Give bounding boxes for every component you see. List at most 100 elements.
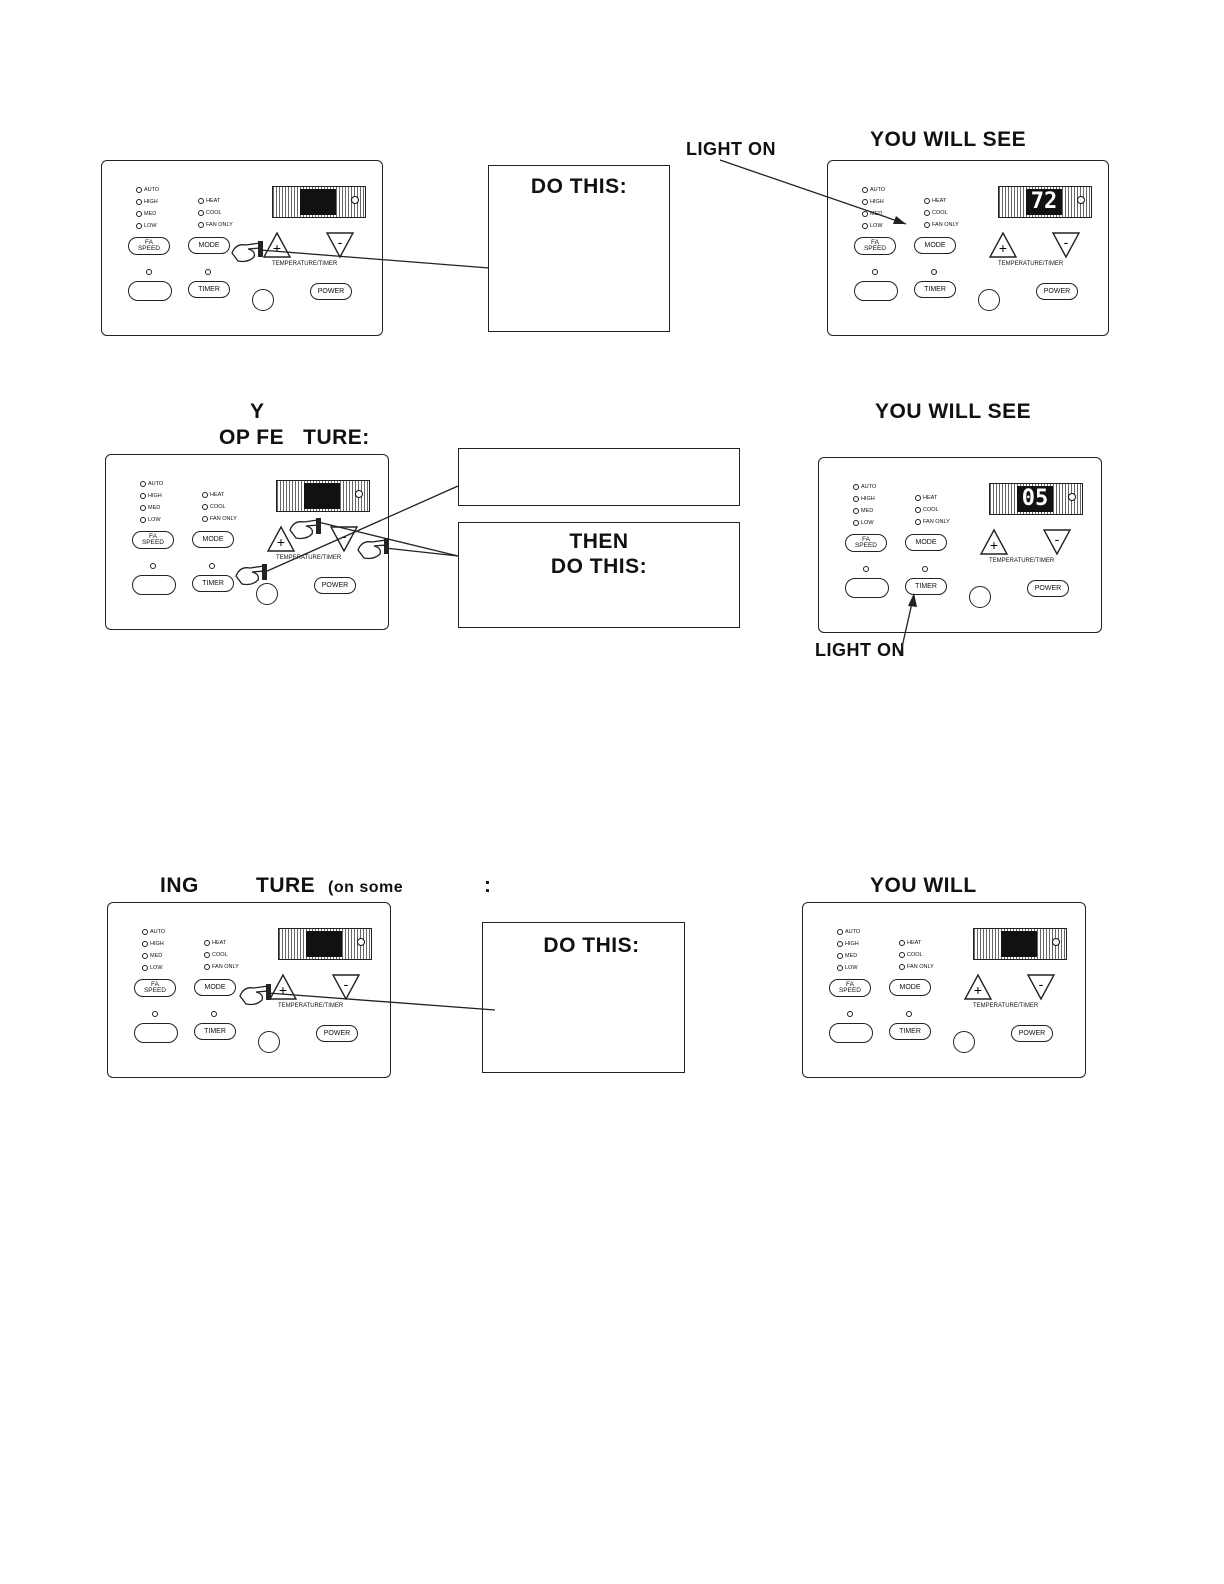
fan-speed-button[interactable]: FA SPEED xyxy=(845,534,887,552)
led-timer xyxy=(205,269,211,275)
temp-up-button[interactable]: + xyxy=(988,231,1018,259)
timer-button[interactable]: TIMER xyxy=(192,575,234,592)
temp-down-button[interactable]: - xyxy=(1026,973,1056,1001)
label-high: HIGH xyxy=(144,199,158,205)
led-heat xyxy=(202,492,208,498)
label-auto: AUTO xyxy=(845,929,861,935)
led-auto xyxy=(862,187,868,193)
power-button[interactable]: POWER xyxy=(314,577,356,594)
led-display xyxy=(278,928,372,960)
power-button[interactable]: POWER xyxy=(1036,283,1078,300)
control-panel-before: AUTO HIGH MED LOW HEAT COOL FAN ONLY FA … xyxy=(101,160,383,336)
fan-speed-label-1: FA xyxy=(145,238,153,246)
label-heat: HEAT xyxy=(206,198,221,204)
led-low xyxy=(837,965,843,971)
round-button[interactable] xyxy=(258,1031,280,1053)
power-button[interactable]: POWER xyxy=(316,1025,358,1042)
then-label: THEN xyxy=(569,530,629,553)
round-button[interactable] xyxy=(252,289,274,311)
round-button[interactable] xyxy=(256,583,278,605)
led-auto xyxy=(142,929,148,935)
round-button[interactable] xyxy=(969,586,991,608)
mode-button[interactable]: MODE xyxy=(188,237,230,254)
label-auto: AUTO xyxy=(148,481,164,487)
mode-button[interactable]: MODE xyxy=(914,237,956,254)
led-med xyxy=(136,211,142,217)
label-high: HIGH xyxy=(845,941,859,947)
blank-button[interactable] xyxy=(854,281,898,301)
led-indicator xyxy=(847,1011,853,1017)
blank-button[interactable] xyxy=(829,1023,873,1043)
fan-speed-button[interactable]: FA SPEED xyxy=(128,237,170,255)
label-fan-only: FAN ONLY xyxy=(932,222,959,228)
fan-speed-label-2: SPEED xyxy=(143,987,167,994)
mode-label: MODE xyxy=(899,984,921,991)
section-heading-part1: ING xyxy=(160,874,199,897)
timer-button[interactable]: TIMER xyxy=(188,281,230,298)
section-heading-line1: Y xyxy=(250,400,265,423)
timer-button[interactable]: TIMER xyxy=(889,1023,931,1040)
temp-down-button[interactable]: - xyxy=(331,973,361,1001)
fan-speed-button[interactable]: FA SPEED xyxy=(134,979,176,997)
blank-button[interactable] xyxy=(134,1023,178,1043)
power-label: POWER xyxy=(1043,288,1071,295)
led-indicator xyxy=(872,269,878,275)
temp-up-button[interactable]: + xyxy=(963,973,993,1001)
mode-button[interactable]: MODE xyxy=(194,979,236,996)
temperature-timer-caption: TEMPERATURE/TIMER xyxy=(278,1003,344,1009)
timer-button[interactable]: TIMER xyxy=(905,578,947,595)
mode-label: MODE xyxy=(204,984,226,991)
fan-speed-button[interactable]: FA SPEED xyxy=(829,979,871,997)
label-fan-only: FAN ONLY xyxy=(212,964,239,970)
led-fan-only xyxy=(924,222,930,228)
round-button[interactable] xyxy=(978,289,1000,311)
led-high xyxy=(853,496,859,502)
mode-button[interactable]: MODE xyxy=(905,534,947,551)
label-fan-only: FAN ONLY xyxy=(206,222,233,228)
label-fan-only: FAN ONLY xyxy=(210,516,237,522)
temp-up-button[interactable]: + xyxy=(262,231,292,259)
temp-down-button[interactable]: - xyxy=(325,231,355,259)
led-timer xyxy=(906,1011,912,1017)
led-fan-only xyxy=(198,222,204,228)
temp-up-button[interactable]: + xyxy=(266,525,296,553)
label-auto: AUTO xyxy=(150,929,166,935)
led-timer xyxy=(211,1011,217,1017)
blank-button[interactable] xyxy=(845,578,889,598)
mode-button[interactable]: MODE xyxy=(192,531,234,548)
round-button[interactable] xyxy=(953,1031,975,1053)
display-readout xyxy=(300,189,336,215)
blank-button[interactable] xyxy=(132,575,176,595)
led-heat xyxy=(198,198,204,204)
temp-up-button[interactable]: + xyxy=(979,528,1009,556)
fan-speed-button[interactable]: FA SPEED xyxy=(854,237,896,255)
fan-speed-label-2: SPEED xyxy=(141,539,165,546)
label-heat: HEAT xyxy=(907,940,922,946)
led-auto xyxy=(853,484,859,490)
do-this-label: DO THIS: xyxy=(543,934,640,957)
timer-button[interactable]: TIMER xyxy=(914,281,956,298)
led-high xyxy=(140,493,146,499)
control-panel-before: AUTO HIGH MED LOW HEAT COOL FAN ONLY FA … xyxy=(105,454,389,630)
temperature-timer-caption: TEMPERATURE/TIMER xyxy=(973,1003,1039,1009)
power-button[interactable]: POWER xyxy=(1011,1025,1053,1042)
temp-up-button[interactable]: + xyxy=(268,973,298,1001)
led-auto xyxy=(837,929,843,935)
timer-button[interactable]: TIMER xyxy=(194,1023,236,1040)
fan-speed-button[interactable]: FA SPEED xyxy=(132,531,174,549)
label-low: LOW xyxy=(148,517,161,523)
minus-icon: - xyxy=(342,528,347,544)
blank-button[interactable] xyxy=(128,281,172,301)
led-high xyxy=(837,941,843,947)
temp-down-button[interactable]: - xyxy=(329,525,359,553)
temperature-timer-caption: TEMPERATURE/TIMER xyxy=(272,261,338,267)
led-heat xyxy=(204,940,210,946)
led-heat xyxy=(915,495,921,501)
power-button[interactable]: POWER xyxy=(310,283,352,300)
temp-down-button[interactable]: - xyxy=(1042,528,1072,556)
power-label: POWER xyxy=(321,582,349,589)
power-button[interactable]: POWER xyxy=(1027,580,1069,597)
temp-down-button[interactable]: - xyxy=(1051,231,1081,259)
mode-button[interactable]: MODE xyxy=(889,979,931,996)
led-fan-only xyxy=(202,516,208,522)
